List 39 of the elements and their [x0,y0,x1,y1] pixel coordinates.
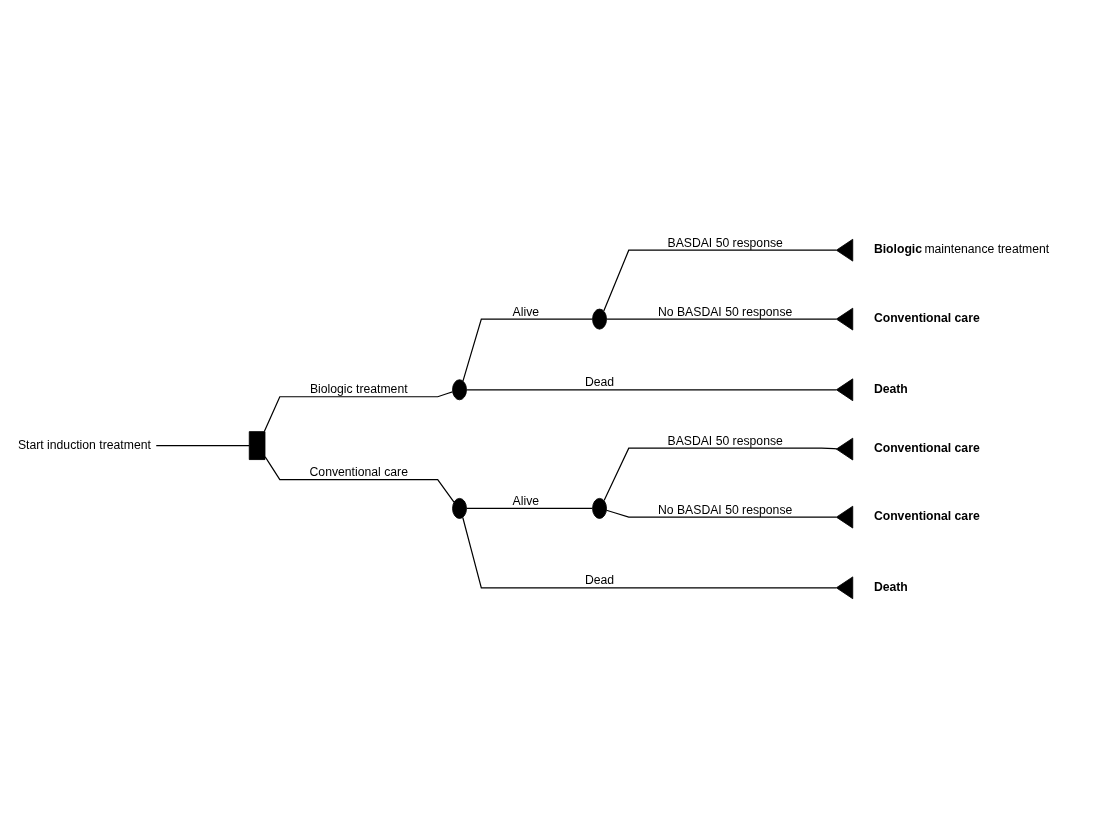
connector [605,509,837,518]
connector [606,318,837,320]
connector [462,318,593,382]
node-triangle [835,437,854,461]
node-label: Death [873,381,908,396]
node-triangle [835,307,854,331]
node-triangle [835,576,854,600]
connector [263,391,454,433]
node-circle [452,497,467,519]
connector [264,456,455,503]
node-circle [452,379,467,401]
node-text: Start induction treatment [17,437,151,452]
connector [465,389,837,391]
node-label: Conventional care [873,508,980,523]
connector [465,507,593,510]
edge-label: No BASDAI 50 response [658,502,793,517]
node-triangle [835,378,854,402]
node-label: Conventional care [873,440,980,455]
node-triangle [835,238,854,262]
node-circle [592,497,607,519]
node-label: Death [873,579,908,594]
edge-label: Dead [584,573,615,588]
connector [603,447,838,502]
connector [155,445,250,447]
node-circle [592,308,607,330]
edge-label: BASDAI 50 response [667,433,783,448]
edge-label: BASDAI 50 response [667,235,783,250]
edge-label: Biologic treatment [309,382,408,397]
connector [462,516,837,589]
edge-label: No BASDAI 50 response [658,304,793,319]
node-label: Conventional care [873,310,980,325]
node-triangle [835,505,854,529]
connector [603,249,837,312]
edge-label: Conventional care [309,465,408,480]
node-label: Biologic maintenance treatment [873,241,1050,256]
node-box [248,431,266,460]
edge-label: Alive [512,494,540,509]
edge-label: Alive [512,304,540,319]
edge-label: Dead [584,375,615,390]
